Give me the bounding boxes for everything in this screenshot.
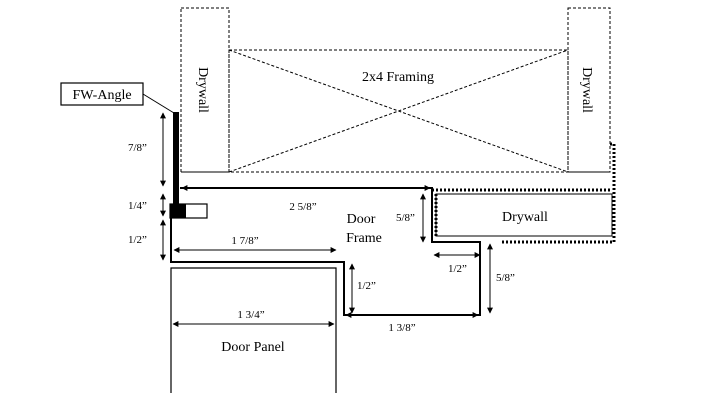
dim-5-8-right-text: 5/8”: [496, 272, 515, 284]
drywall-right-label: Drywall: [579, 67, 594, 113]
dim-2-5-8-text: 2 5/8”: [289, 201, 316, 213]
fw-angle-leader: [142, 93, 175, 114]
door-frame-label-1: Door: [347, 212, 376, 227]
drywall-bottom-label: Drywall: [502, 210, 548, 225]
dim-1-2-left-text: 1/2”: [128, 234, 147, 246]
framing-diagonal-2: [228, 49, 569, 173]
dim-1-4-text: 1/4”: [128, 200, 147, 212]
door-frame-label-2: Frame: [346, 231, 382, 246]
dim-1-3-4-text: 1 3/4”: [237, 309, 264, 321]
dim-1-2-right-text: 1/2”: [357, 280, 376, 292]
framing-label: 2x4 Framing: [362, 70, 434, 85]
fw-angle-foot-fill: [170, 204, 186, 218]
door-panel-label: Door Panel: [221, 340, 284, 355]
dim-1-3-8-text: 1 3/8”: [388, 322, 415, 334]
drywall-bottom-rect: [435, 193, 613, 237]
drywall-left-label: Drywall: [195, 67, 210, 113]
right-dotted-edge: [500, 142, 616, 244]
door-frame-outline: [170, 187, 481, 316]
dim-5-8-frame-text: 5/8”: [396, 212, 415, 224]
dim-1-2-mid-text: 1/2”: [448, 263, 467, 275]
fw-angle-label: FW-Angle: [72, 88, 131, 103]
drywall-bottom-dotted: [432, 188, 612, 236]
door-panel-outline: [170, 267, 337, 393]
dim-1-7-8-text: 1 7/8”: [231, 235, 258, 247]
dim-7-8-text: 7/8”: [128, 142, 147, 154]
fw-angle-vertical: [173, 112, 179, 208]
